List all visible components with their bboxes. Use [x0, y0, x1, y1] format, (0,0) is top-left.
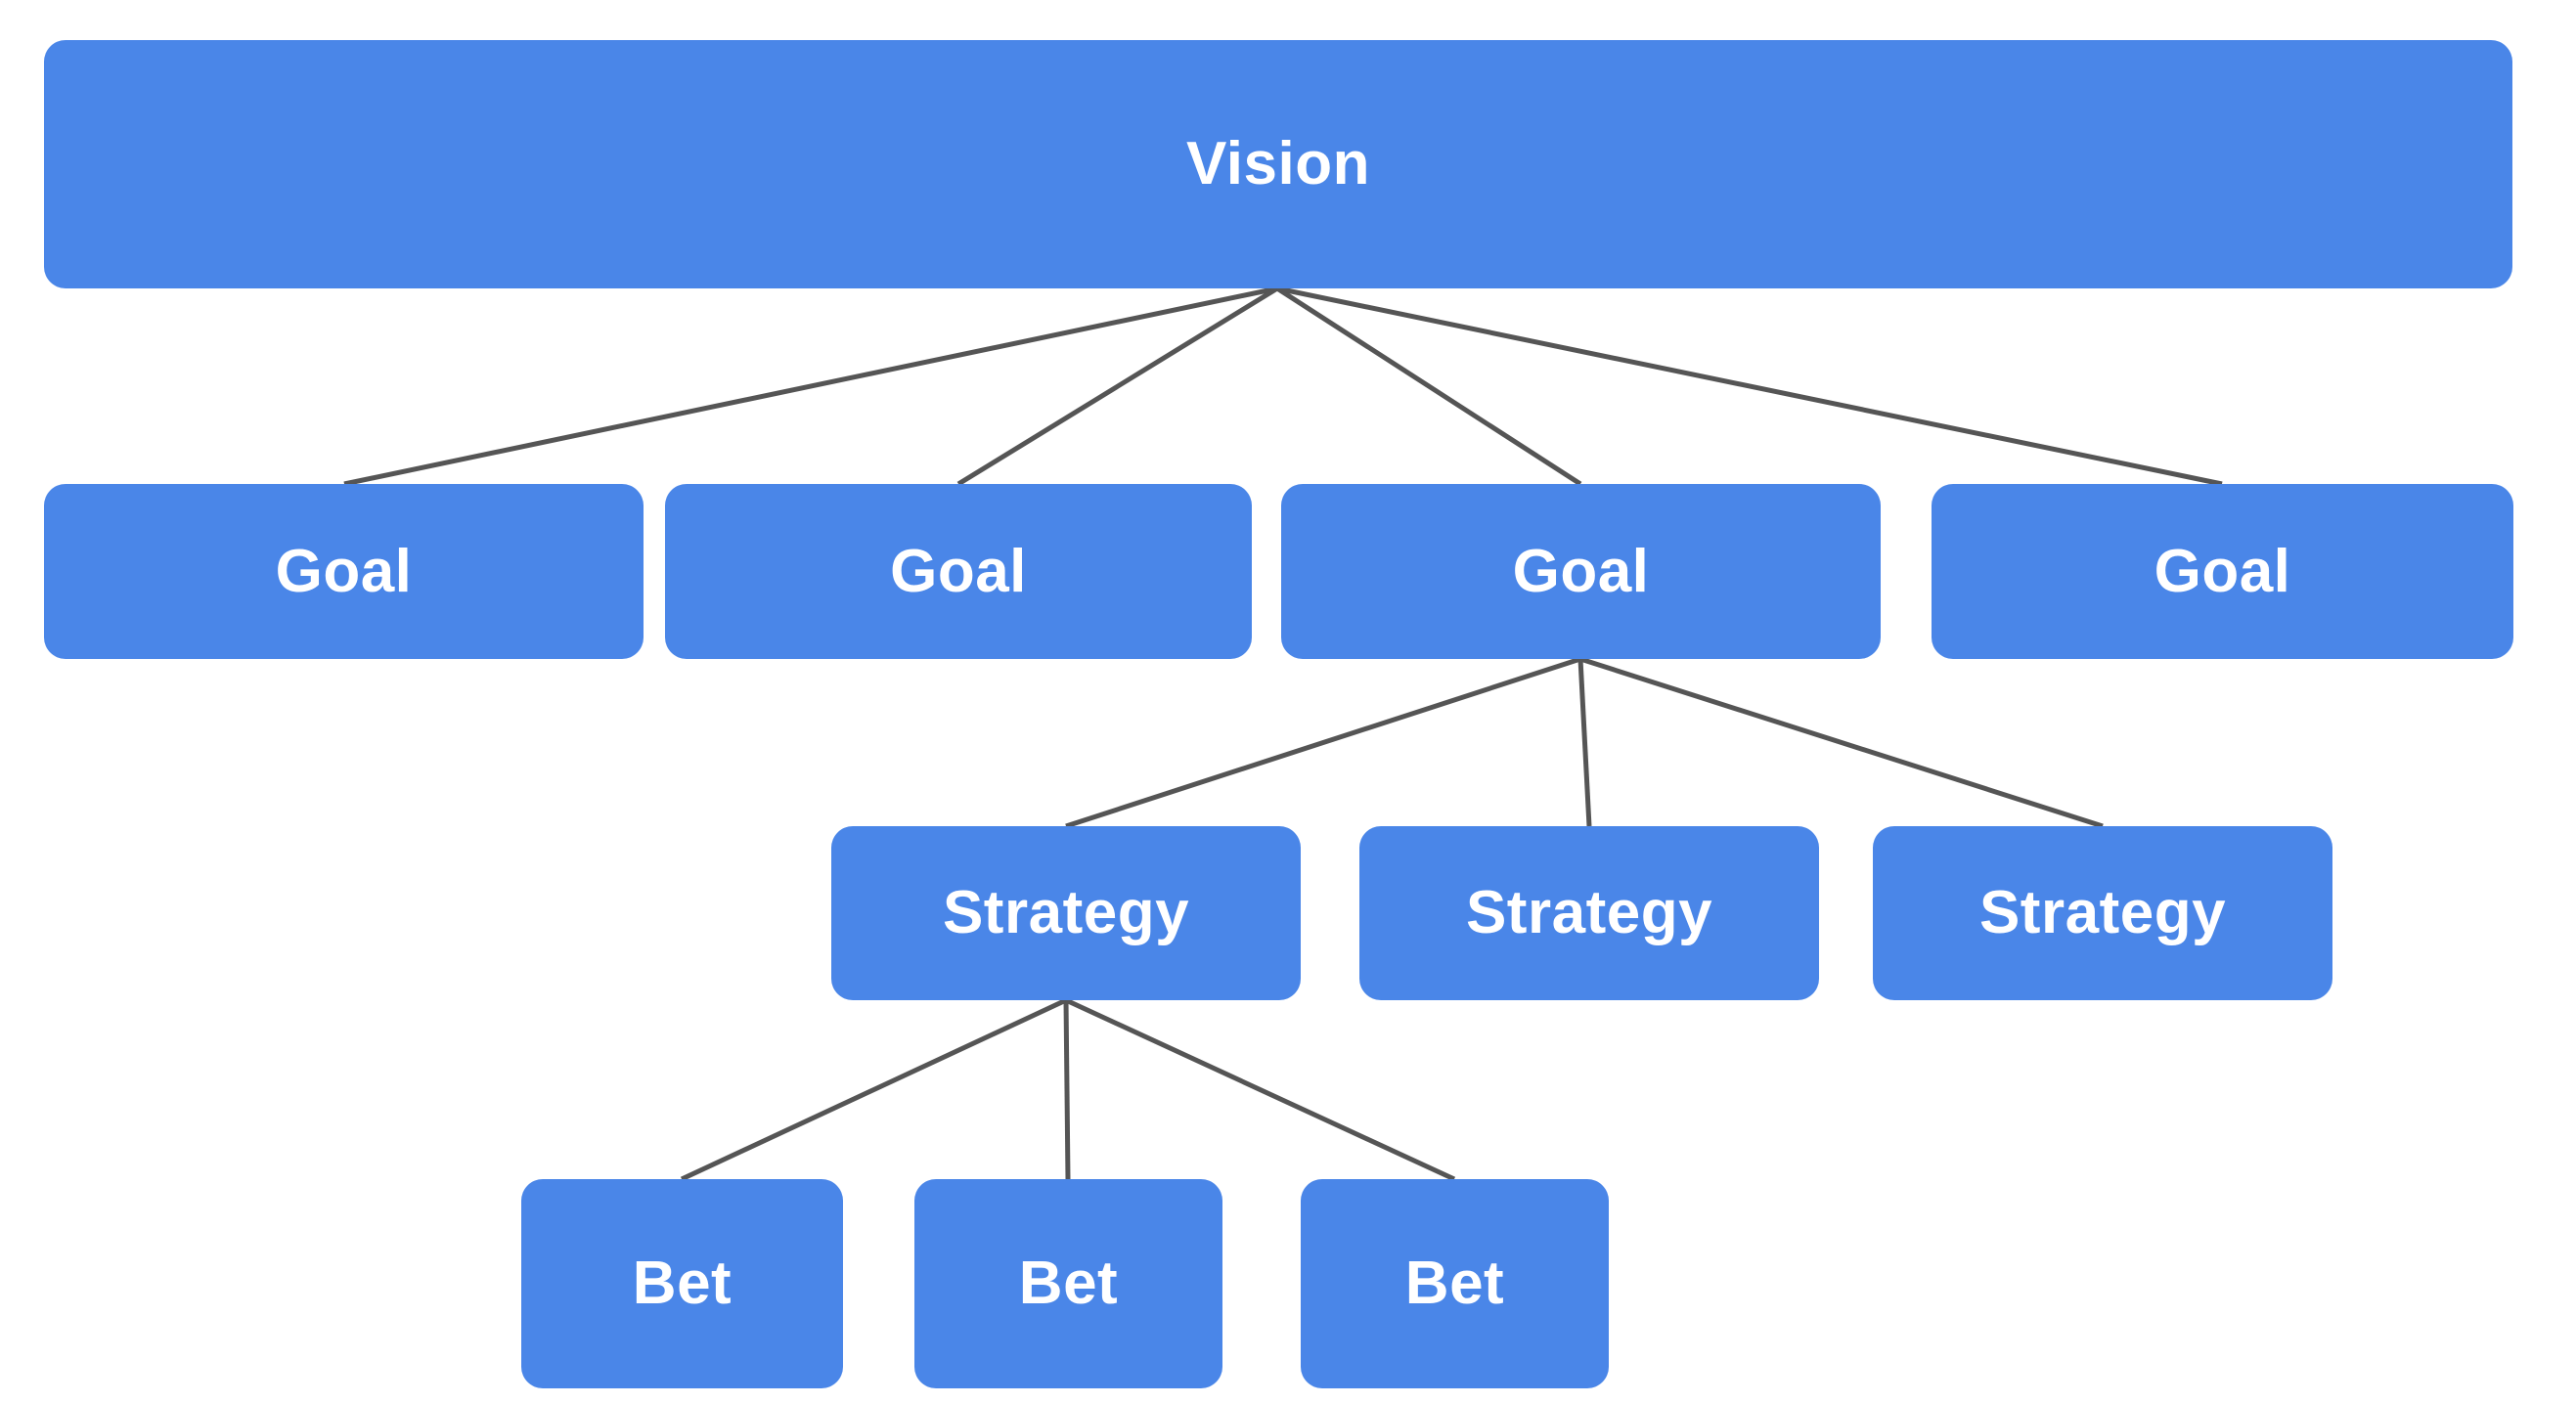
node-label-strategy-1: Strategy: [942, 879, 1190, 946]
node-label-vision-1: Vision: [1186, 130, 1370, 197]
connector-lines: [343, 285, 2223, 1182]
connector-vision-1-to-goal-3: [1275, 285, 1582, 487]
node-label-goal-3: Goal: [1512, 537, 1650, 605]
connector-goal-3-to-strategy-2: [1577, 658, 1592, 827]
node-label-bet-2: Bet: [1018, 1250, 1119, 1317]
connector-strategy-1-to-bet-1: [680, 997, 1068, 1182]
node-label-strategy-3: Strategy: [1978, 879, 2227, 946]
node-label-bet-1: Bet: [632, 1250, 733, 1317]
node-bet-2[interactable]: Bet: [914, 1179, 1222, 1388]
node-label-bet-3: Bet: [1404, 1250, 1505, 1317]
node-bet-1[interactable]: Bet: [521, 1179, 843, 1388]
node-goal-3[interactable]: Goal: [1281, 484, 1881, 659]
node-label-goal-4: Goal: [2154, 537, 2291, 605]
connector-strategy-1-to-bet-2: [1063, 999, 1071, 1180]
node-strategy-2[interactable]: Strategy: [1359, 826, 1819, 1000]
connector-goal-3-to-strategy-1: [1065, 656, 1581, 829]
connector-vision-1-to-goal-1: [343, 285, 1278, 487]
node-vision-1[interactable]: Vision: [44, 40, 2512, 288]
node-bet-3[interactable]: Bet: [1301, 1179, 1609, 1388]
connector-strategy-1-to-bet-3: [1064, 997, 1456, 1182]
node-label-strategy-2: Strategy: [1465, 879, 1713, 946]
node-strategy-1[interactable]: Strategy: [831, 826, 1301, 1000]
connector-vision-1-to-goal-4: [1276, 285, 2223, 487]
node-label-goal-2: Goal: [890, 537, 1027, 605]
node-strategy-3[interactable]: Strategy: [1873, 826, 2332, 1000]
node-goal-4[interactable]: Goal: [1932, 484, 2513, 659]
connector-goal-3-to-strategy-3: [1579, 656, 2104, 829]
connector-vision-1-to-goal-2: [956, 285, 1279, 487]
node-goal-2[interactable]: Goal: [665, 484, 1252, 659]
node-label-goal-1: Goal: [275, 537, 413, 605]
node-goal-1[interactable]: Goal: [44, 484, 644, 659]
